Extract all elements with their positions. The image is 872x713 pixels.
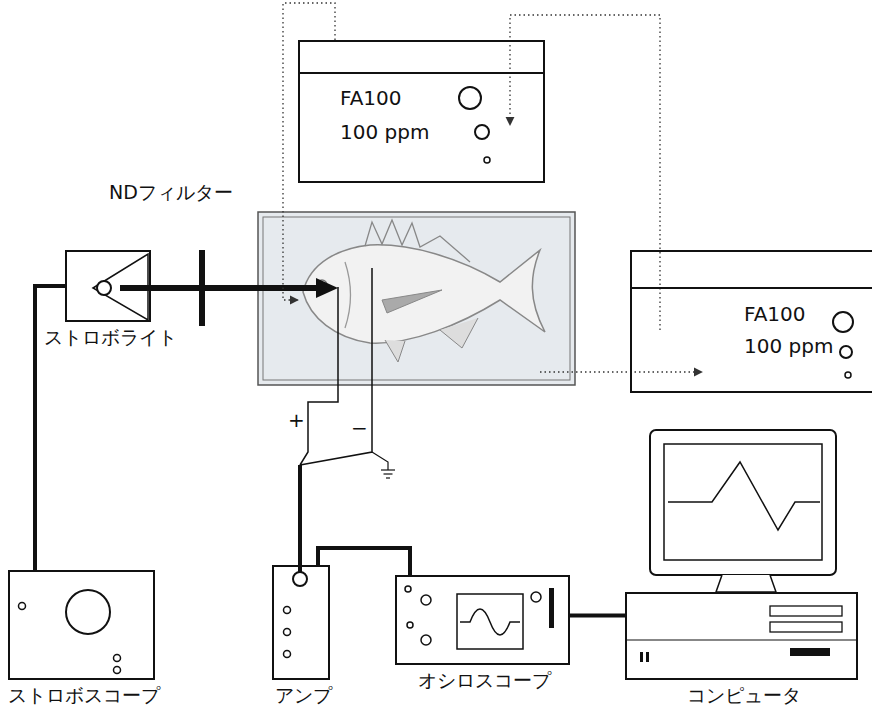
device-box: コンピュータ xyxy=(625,592,858,680)
aquarium-outer xyxy=(258,212,575,385)
led xyxy=(646,652,649,662)
monitor-trace xyxy=(668,462,820,530)
cable xyxy=(570,614,625,618)
ground-symbol xyxy=(384,473,393,474)
nd-filter xyxy=(199,250,205,326)
tank-label: FA100 100 ppm xyxy=(340,86,429,154)
pectoral-fin xyxy=(382,290,442,313)
cable xyxy=(318,548,410,575)
tank-lid xyxy=(632,287,872,289)
device-name: オシロスコープ xyxy=(418,669,551,692)
device-box: アンプ xyxy=(272,565,330,680)
bubble xyxy=(833,312,853,332)
knob xyxy=(114,655,121,662)
tank-text: 100 ppm xyxy=(340,120,429,144)
gill-cover xyxy=(345,262,351,328)
tank-text: FA100 xyxy=(340,86,429,110)
device-name: コンピュータ xyxy=(687,684,801,707)
water-line xyxy=(540,371,702,372)
knob xyxy=(531,592,541,602)
water-line xyxy=(510,15,660,330)
device-box: オシロスコープ xyxy=(395,575,570,665)
scope-trace xyxy=(460,609,520,635)
monitor-stand xyxy=(716,575,776,592)
led xyxy=(640,652,643,662)
ground-symbol xyxy=(386,477,390,478)
dial xyxy=(66,590,110,634)
input-jack xyxy=(293,572,307,586)
minus-lead xyxy=(300,268,372,465)
tank-text: FA100 xyxy=(744,302,833,326)
tank: FA100 100 ppm xyxy=(630,250,872,393)
device-name: アンプ xyxy=(275,684,332,707)
bubble xyxy=(840,346,852,358)
tank-lid xyxy=(300,72,543,74)
tank: FA100 100 ppm xyxy=(298,40,545,183)
scope-screen xyxy=(457,594,523,649)
knob xyxy=(284,651,291,658)
monitor-screen xyxy=(664,444,822,560)
fish-body xyxy=(303,245,545,343)
anal-fin xyxy=(440,318,478,348)
tank-label: FA100 100 ppm xyxy=(744,302,833,366)
ground-symbol xyxy=(381,469,395,470)
knob xyxy=(405,586,411,592)
aquarium-inner xyxy=(263,217,570,380)
polarity-label: − xyxy=(350,416,369,440)
device-box: ストロボスコープ xyxy=(8,570,155,680)
device-box: ストロボライト xyxy=(65,250,151,322)
bubble xyxy=(459,87,481,109)
knob xyxy=(421,595,431,605)
bubble xyxy=(475,125,489,139)
knob xyxy=(19,603,26,610)
device-name: ストロボスコープ xyxy=(8,684,160,707)
dorsal-fin xyxy=(365,220,470,262)
knob xyxy=(421,635,431,645)
monitor xyxy=(650,430,836,575)
lamp xyxy=(97,281,111,295)
drive-bay xyxy=(770,622,842,632)
knob xyxy=(407,622,413,628)
pelvic-fin xyxy=(385,340,405,362)
knob xyxy=(284,607,291,614)
drive-slot xyxy=(790,648,830,656)
knob xyxy=(284,629,291,636)
device-name: ストロボライト xyxy=(44,326,177,349)
scope-switch xyxy=(549,588,554,628)
tank-text: 100 ppm xyxy=(744,334,833,358)
bubble xyxy=(484,157,490,163)
plus-lead xyxy=(300,287,338,465)
amp-cable xyxy=(298,465,302,572)
beam-arrow-head xyxy=(316,278,338,298)
knob xyxy=(114,667,121,674)
ground-lead xyxy=(372,452,388,470)
case-line xyxy=(625,639,858,640)
drive-bay xyxy=(770,606,842,616)
bubble xyxy=(845,372,851,378)
water-line xyxy=(283,3,335,300)
filter-label: NDフィルター xyxy=(108,181,234,204)
polarity-label: + xyxy=(287,408,306,432)
